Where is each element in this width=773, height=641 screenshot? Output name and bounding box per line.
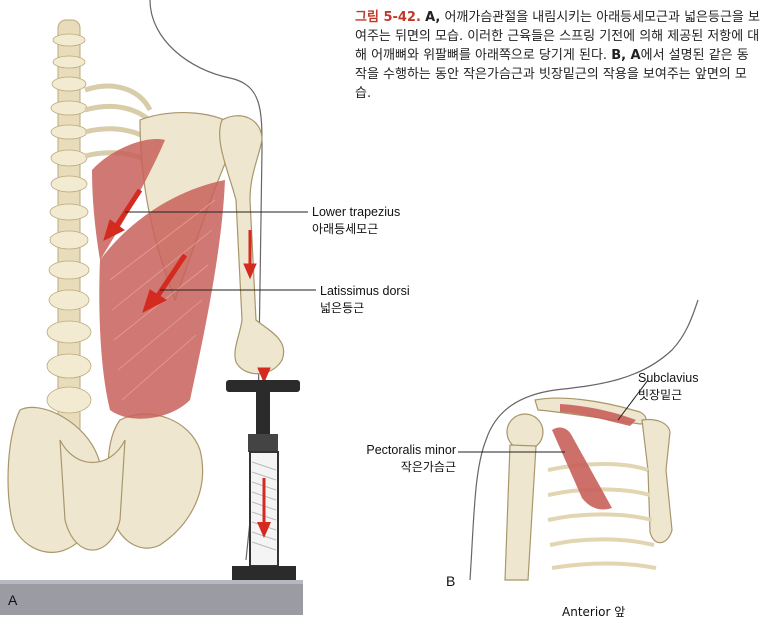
caption-part-a: A, [425, 10, 441, 25]
spring-resistance-device [226, 380, 300, 580]
sternum [641, 418, 673, 544]
label-lower-trapezius-ko: 아래등세모근 [312, 222, 379, 236]
label-pectoralis-minor-ko: 작은가슴근 [400, 460, 456, 474]
caption-part-b: B, A [611, 48, 641, 63]
panel-label-b: B [446, 573, 456, 589]
label-subclavius-ko: 빗장밑근 [638, 388, 683, 402]
leader-line-subclavius [617, 379, 649, 421]
caption-text-b: 에서 설명된 같은 동작을 수행하는 동안 작은가슴근과 빗장밑근의 작용을 보… [355, 48, 749, 101]
muscle-arrows-a [103, 188, 188, 314]
pelvis [7, 406, 204, 553]
figure-number: 그림 5-42. [355, 10, 421, 25]
label-subclavius: Subclavius 빗장밑근 [638, 370, 698, 404]
label-pectoralis-minor-en: Pectoralis minor [366, 443, 456, 457]
floor [0, 580, 303, 615]
figure-caption: 그림 5-42. A, 어깨가슴관절을 내림시키는 아래등세모근과 넓은등근을 … [355, 8, 760, 103]
arm-arrow [243, 230, 271, 384]
pectoralis-minor-muscle [552, 427, 612, 510]
label-pectoralis-minor: Pectoralis minor 작은가슴근 [352, 442, 456, 476]
label-latissimus-dorsi: Latissimus dorsi 넓은등근 [320, 283, 410, 317]
label-subclavius-en: Subclavius [638, 371, 699, 385]
panel-label-a: A [8, 592, 18, 608]
torso-outline-b [469, 299, 699, 581]
caption-text-a: 어깨가슴관절을 내림시키는 아래등세모근과 넓은등근을 보여주는 뒤면의 모습.… [355, 10, 760, 63]
humerus [219, 115, 285, 375]
label-lower-trapezius: Lower trapezius 아래등세모근 [312, 204, 400, 238]
panel-b-view-label: Anterior 앞 [562, 605, 626, 619]
label-lower-trapezius-en: Lower trapezius [312, 205, 401, 219]
spine [46, 19, 92, 541]
label-latissimus-dorsi-ko: 넓은등근 [320, 301, 365, 315]
label-latissimus-dorsi-en: Latissimus dorsi [320, 284, 410, 298]
ribs-b [547, 462, 657, 570]
subclavius-muscle [560, 404, 636, 426]
